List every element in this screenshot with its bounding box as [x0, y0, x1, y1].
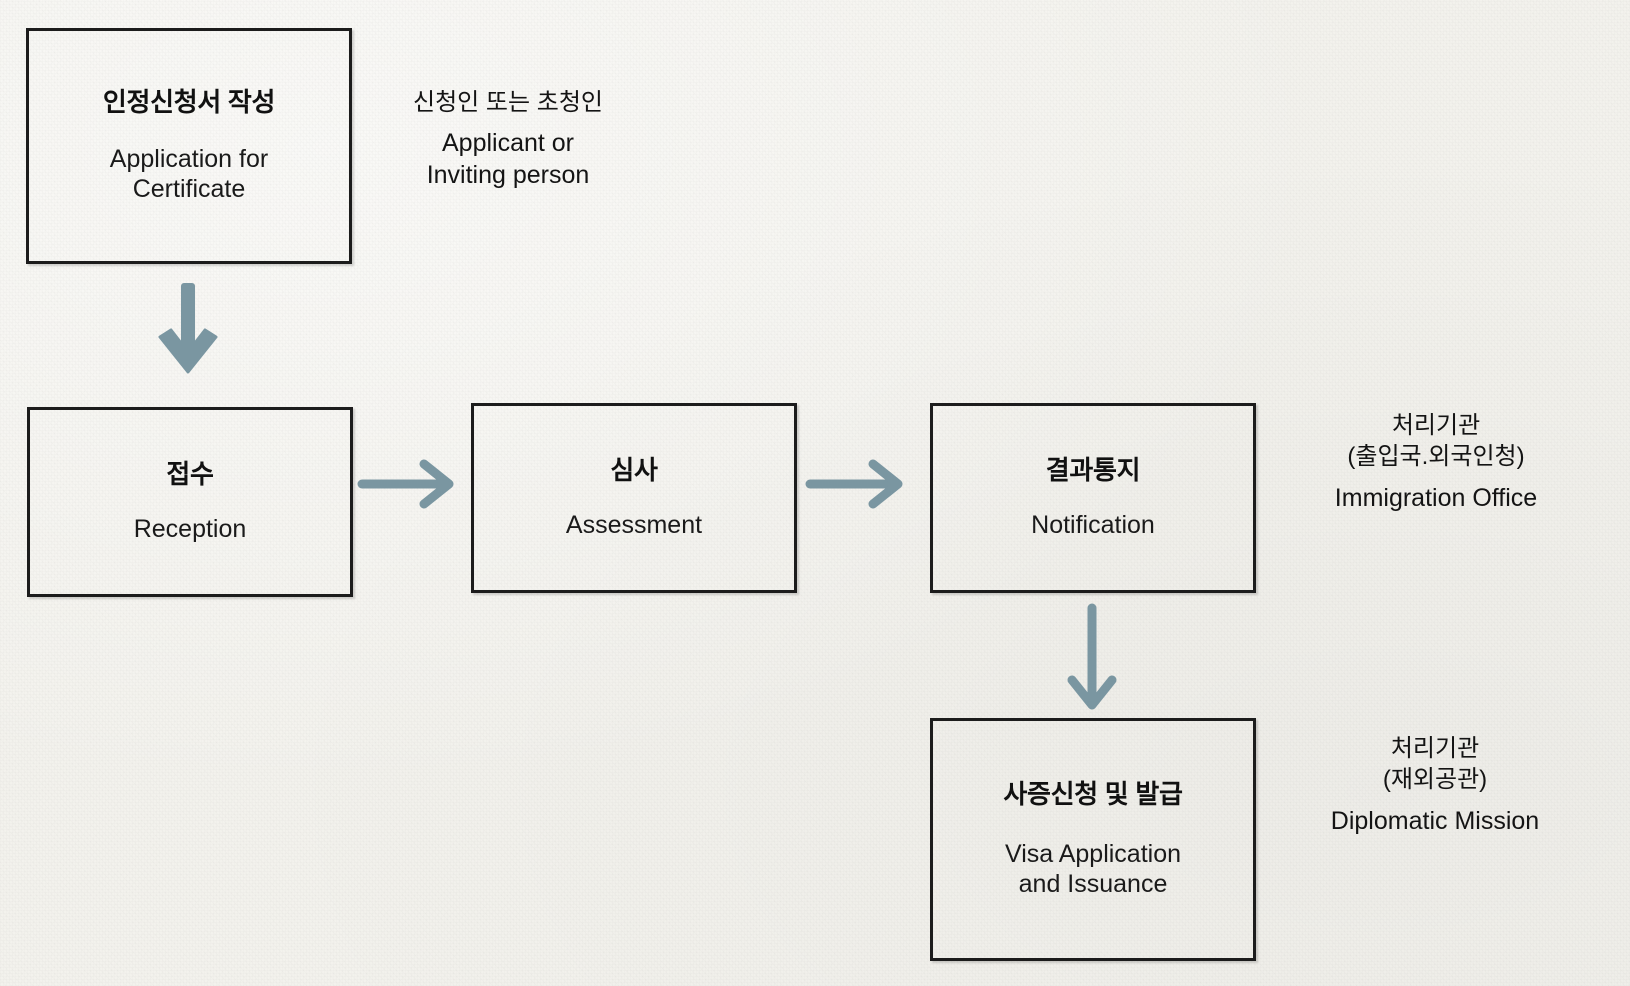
node-visa-application-and-issuance[interactable]: 사증신청 및 발급 Visa Application and Issuance [930, 718, 1256, 961]
label-applicant-en-line1: Applicant or [441, 128, 575, 157]
node-application-subtitle-line2: Certificate [132, 174, 246, 203]
label-applicant-or-inviting-person: 신청인 또는 초청인 Applicant or Inviting person [372, 88, 644, 191]
label-immigration-office: 처리기관 (출입국.외국인청) Immigration Office [1266, 410, 1606, 515]
label-diplomatic-en: Diplomatic Mission [1330, 807, 1540, 836]
node-assessment[interactable]: 심사 Assessment [471, 403, 797, 593]
node-reception-title-ko: 접수 [166, 459, 214, 490]
label-immigration-ko-line1: 처리기관 [1391, 412, 1481, 439]
node-application-subtitle-line1: Application for [109, 144, 269, 173]
label-diplomatic-ko-line2: (재외공관) [1382, 766, 1488, 794]
node-assessment-title-ko: 심사 [610, 455, 658, 486]
label-diplomatic-mission: 처리기관 (재외공관) Diplomatic Mission [1262, 733, 1608, 838]
node-application-for-certificate[interactable]: 인정신청서 작성 Application for Certificate [26, 28, 352, 264]
node-visa-title-ko: 사증신청 및 발급 [1003, 778, 1183, 809]
node-reception-subtitle-en: Reception [133, 514, 247, 543]
label-immigration-en: Immigration Office [1334, 484, 1538, 513]
node-notification[interactable]: 결과통지 Notification [930, 403, 1256, 593]
arrow-application-to-reception [158, 283, 218, 374]
node-assessment-subtitle-en: Assessment [565, 510, 703, 539]
label-immigration-ko-line2: (출입국.외국인청) [1347, 443, 1525, 471]
node-visa-subtitle-line1: Visa Application [1004, 840, 1182, 869]
node-application-title-ko: 인정신청서 작성 [102, 87, 276, 118]
arrow-reception-to-assessment [357, 459, 454, 509]
node-notification-subtitle-en: Notification [1031, 510, 1155, 539]
node-reception[interactable]: 접수 Reception [27, 407, 353, 597]
label-applicant-en-line2: Inviting person [426, 160, 590, 189]
label-applicant-ko: 신청인 또는 초청인 [413, 89, 603, 116]
arrow-assessment-to-notification [805, 459, 903, 509]
node-notification-title-ko: 결과통지 [1045, 455, 1141, 486]
label-diplomatic-ko-line1: 처리기관 [1390, 735, 1480, 762]
arrow-notification-to-visa [1067, 603, 1117, 710]
node-visa-subtitle-line2: and Issuance [1018, 870, 1168, 899]
